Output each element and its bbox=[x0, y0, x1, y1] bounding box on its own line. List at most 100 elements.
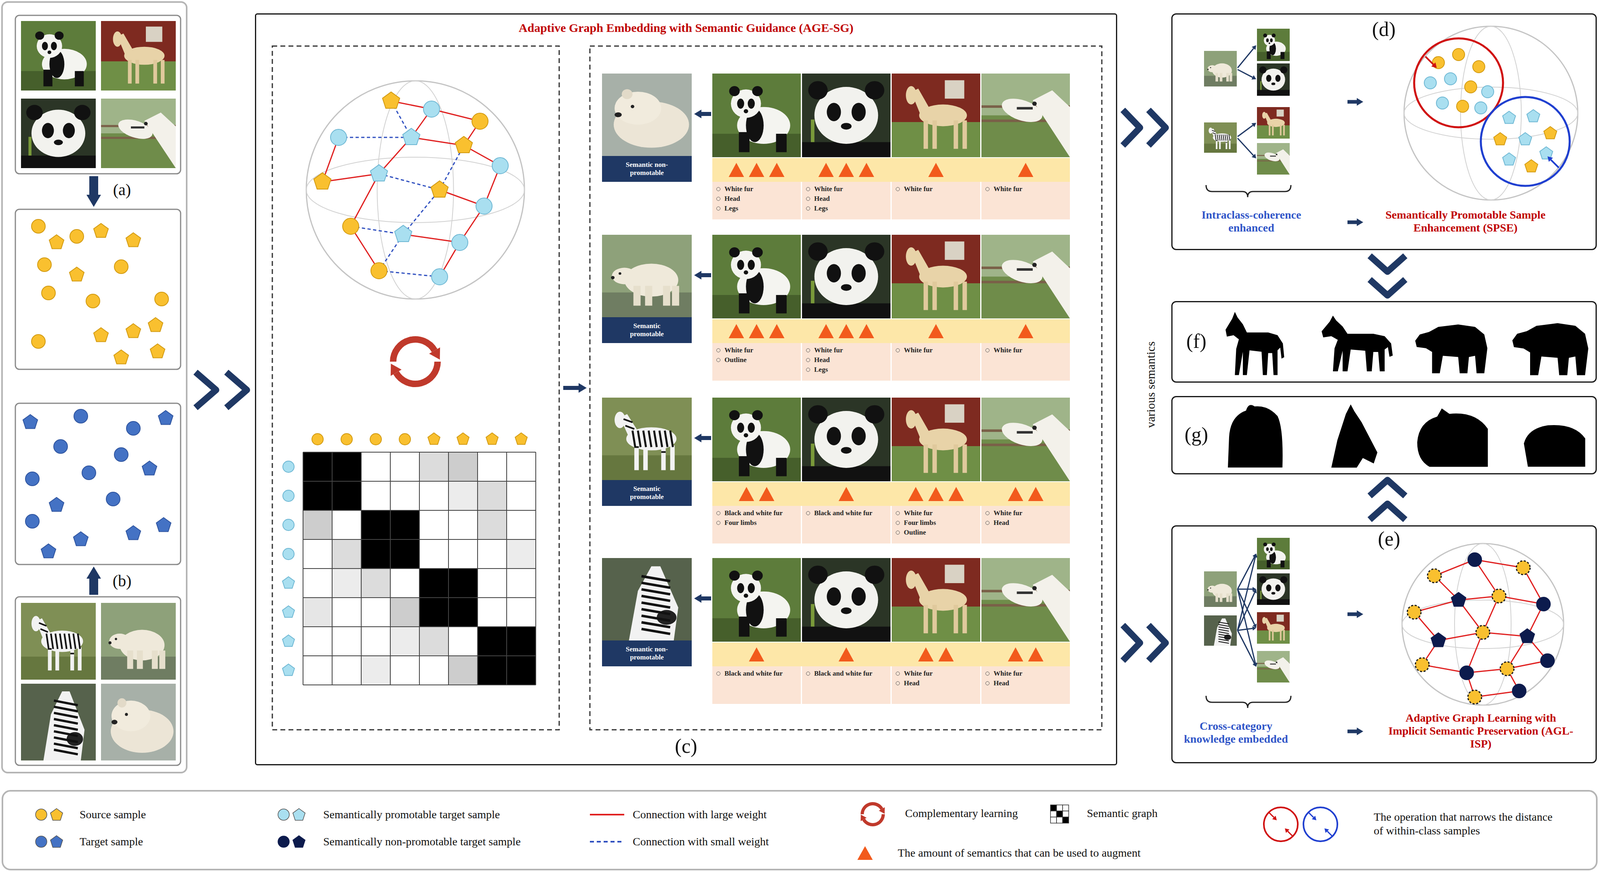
sample-circle bbox=[53, 439, 68, 454]
photo-part bbox=[101, 98, 176, 169]
bullet-circle bbox=[806, 511, 811, 516]
bullet-item: Legs bbox=[724, 203, 799, 214]
semantic-triangle bbox=[948, 486, 965, 502]
arrow-line bbox=[1237, 138, 1254, 156]
legend-ring bbox=[1303, 807, 1338, 842]
graph-cell bbox=[448, 452, 478, 482]
bullet-item: Black and white fur bbox=[814, 668, 889, 679]
photo-part bbox=[1227, 134, 1228, 141]
arrow-line bbox=[701, 111, 712, 116]
graph-cell bbox=[361, 568, 391, 598]
arrow-head bbox=[1324, 828, 1329, 833]
photo-part bbox=[64, 633, 67, 649]
semantic-list: Black and white fur bbox=[802, 505, 891, 544]
photo-part bbox=[1016, 431, 1033, 434]
legend-text: Connection with small weight bbox=[632, 834, 769, 849]
semantic-list: Black and white fur bbox=[712, 666, 801, 704]
photo-part bbox=[752, 247, 763, 258]
sample-circle bbox=[25, 514, 40, 529]
sample-pentagon bbox=[1493, 132, 1507, 145]
photo-part bbox=[68, 633, 72, 649]
photo-horse1 bbox=[891, 234, 981, 319]
photo-part bbox=[776, 133, 787, 153]
sample-circle bbox=[1459, 665, 1474, 680]
photo-part bbox=[618, 272, 622, 275]
bullet-item: Black and white fur bbox=[724, 668, 799, 679]
sample-pentagon bbox=[1502, 152, 1516, 165]
bullet-text: Legs bbox=[814, 365, 828, 374]
photo-part bbox=[1262, 616, 1267, 624]
photo-part bbox=[1207, 585, 1217, 593]
photo-part bbox=[1204, 50, 1237, 87]
arrow-head bbox=[694, 593, 702, 603]
sample-pentagon bbox=[1539, 146, 1553, 159]
bullet-item: Outline bbox=[724, 355, 799, 365]
legend-ring bbox=[1263, 807, 1298, 842]
photo-part bbox=[736, 422, 745, 433]
photo-panda2 bbox=[802, 234, 891, 319]
bullet-circle bbox=[806, 187, 811, 192]
photo-zebra2 bbox=[1204, 615, 1237, 646]
sample-circle bbox=[1516, 560, 1531, 575]
photo-part bbox=[1256, 90, 1290, 96]
grid-line bbox=[418, 452, 420, 685]
photo-part bbox=[1215, 140, 1218, 142]
photo-part bbox=[738, 293, 750, 314]
arrow-line bbox=[89, 176, 99, 195]
graph-cell bbox=[506, 539, 536, 569]
graph-cell bbox=[303, 510, 333, 540]
photo-part bbox=[1271, 629, 1274, 641]
photo-part bbox=[47, 50, 52, 55]
bullet-item: White fur bbox=[993, 508, 1068, 518]
photo-part bbox=[1215, 593, 1218, 603]
complementary-arc bbox=[863, 814, 884, 825]
photo-zebra bbox=[602, 397, 692, 480]
arrow-head bbox=[1431, 62, 1437, 68]
photo-horse2 bbox=[981, 557, 1070, 642]
band-label: Semantic promotable bbox=[616, 322, 678, 338]
arrow-head bbox=[694, 270, 702, 280]
photo-horse1 bbox=[1256, 107, 1290, 139]
photo-part bbox=[944, 80, 965, 99]
photo-part bbox=[1215, 134, 1217, 141]
bullet-text: White fur bbox=[903, 185, 933, 193]
photo-part bbox=[752, 410, 763, 421]
photo-part bbox=[1032, 90, 1070, 158]
panel-label: (e) bbox=[1368, 527, 1410, 551]
photo-part bbox=[1271, 82, 1276, 85]
arrow-line bbox=[1237, 588, 1253, 590]
photo-panda2 bbox=[802, 397, 891, 482]
arrow-line bbox=[1550, 159, 1559, 168]
photo-part bbox=[1218, 639, 1230, 642]
photo-part bbox=[864, 405, 885, 424]
photo-part bbox=[944, 564, 965, 584]
photo-part bbox=[802, 466, 891, 482]
sample-pentagon bbox=[370, 164, 388, 182]
photo-part bbox=[1269, 155, 1276, 157]
photo-part bbox=[63, 122, 76, 139]
photo-part bbox=[998, 578, 1046, 612]
bullet-circle bbox=[716, 206, 721, 211]
photo-part bbox=[1271, 33, 1276, 38]
photo-part bbox=[108, 641, 112, 645]
sample-pentagon bbox=[158, 410, 173, 425]
photo-part bbox=[602, 557, 692, 641]
photo-part bbox=[1218, 140, 1221, 150]
sample-pentagon bbox=[150, 343, 165, 358]
photo-panda bbox=[1256, 537, 1290, 570]
photo-part bbox=[35, 31, 45, 40]
arrow-line bbox=[1425, 56, 1434, 65]
photo-part bbox=[864, 242, 885, 262]
bullet-text: Black and white fur bbox=[814, 669, 873, 678]
photo-part bbox=[53, 743, 78, 748]
sample-circle bbox=[282, 461, 295, 473]
sample-circle bbox=[25, 471, 40, 486]
photo-part bbox=[738, 132, 750, 153]
legend-grid-cell bbox=[1050, 810, 1057, 817]
photo-part bbox=[53, 749, 78, 754]
bullet-text: White fur bbox=[903, 346, 933, 354]
bullet-text: White fur bbox=[814, 346, 843, 354]
bullet-item: White fur bbox=[903, 345, 978, 356]
photo-part bbox=[1218, 627, 1230, 630]
sample-pentagon bbox=[69, 267, 85, 281]
